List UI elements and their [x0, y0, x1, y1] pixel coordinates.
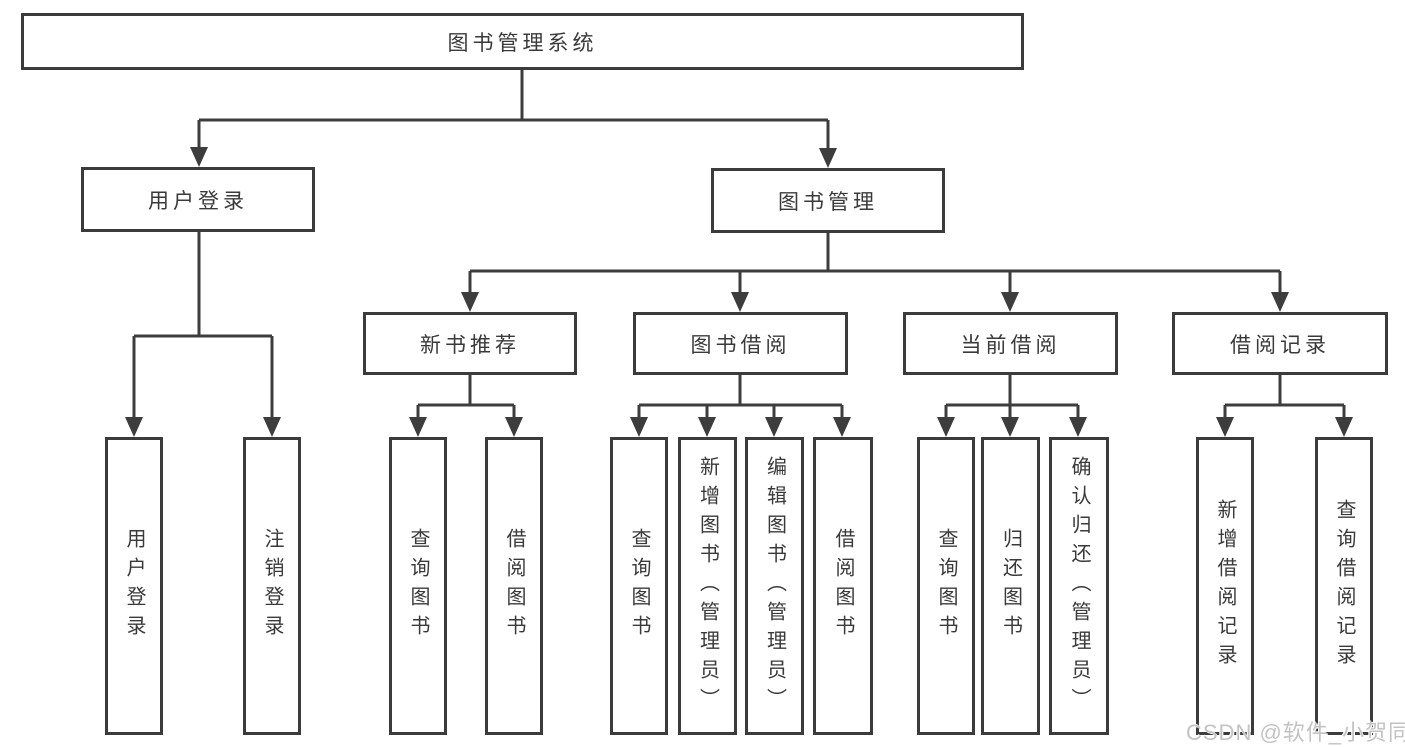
watermark: CSDN @软件_小贺同学 — [1186, 720, 1405, 745]
node-user-login: 用户登录 — [81, 167, 315, 232]
leaf-query-books-2-label: 查询图书 — [628, 528, 650, 644]
node-current-borrow-label: 当前借阅 — [960, 333, 1061, 357]
leaf-query-books-2: 查询图书 — [610, 437, 668, 735]
leaf-borrow-books-1: 借阅图书 — [485, 437, 543, 735]
connector-lines — [132, 70, 1346, 419]
leaf-query-borrow-record-label: 查询借阅记录 — [1333, 499, 1355, 673]
leaf-return-books: 归还图书 — [981, 437, 1040, 735]
leaf-add-borrow-record: 新增借阅记录 — [1196, 437, 1254, 735]
leaf-logout-label: 注销登录 — [261, 528, 283, 644]
leaf-logout: 注销登录 — [243, 437, 301, 735]
leaf-add-borrow-record-label: 新增借阅记录 — [1214, 499, 1236, 673]
node-borrow-records-label: 借阅记录 — [1230, 333, 1330, 357]
leaf-add-books-admin-label: 新增图书（管理员） — [696, 455, 719, 717]
arrowhead-icons — [125, 147, 1353, 437]
node-book-borrow: 图书借阅 — [633, 312, 848, 375]
leaf-query-books-1: 查询图书 — [389, 437, 447, 735]
leaf-query-books-1-label: 查询图书 — [407, 528, 429, 644]
leaf-borrow-books-2-label: 借阅图书 — [832, 528, 854, 644]
node-book-management: 图书管理 — [711, 168, 945, 233]
node-root-label: 图书管理系统 — [447, 31, 598, 55]
node-current-borrow: 当前借阅 — [903, 312, 1118, 375]
leaf-return-books-label: 归还图书 — [999, 528, 1022, 644]
node-new-book-recommend-label: 新书推荐 — [420, 333, 520, 357]
leaf-add-books-admin: 新增图书（管理员） — [678, 437, 737, 735]
leaf-user-login-label: 用户登录 — [123, 528, 145, 644]
node-book-borrow-label: 图书借阅 — [690, 333, 791, 357]
node-user-login-label: 用户登录 — [148, 189, 248, 213]
leaf-confirm-return-admin: 确认归还（管理员） — [1049, 437, 1109, 735]
leaf-query-books-3: 查询图书 — [917, 437, 975, 735]
node-borrow-records: 借阅记录 — [1172, 312, 1388, 375]
leaf-borrow-books-1-label: 借阅图书 — [503, 528, 525, 644]
leaf-query-borrow-record: 查询借阅记录 — [1315, 437, 1373, 735]
leaf-user-login: 用户登录 — [105, 437, 163, 735]
leaf-query-books-3-label: 查询图书 — [935, 528, 957, 644]
leaf-edit-books-admin-label: 编辑图书（管理员） — [763, 455, 786, 717]
leaf-confirm-return-admin-label: 确认归还（管理员） — [1068, 455, 1090, 717]
leaf-borrow-books-2: 借阅图书 — [813, 437, 873, 735]
leaf-edit-books-admin: 编辑图书（管理员） — [745, 437, 804, 735]
node-new-book-recommend: 新书推荐 — [363, 312, 577, 375]
node-book-management-label: 图书管理 — [778, 190, 878, 214]
node-root: 图书管理系统 — [21, 13, 1024, 70]
